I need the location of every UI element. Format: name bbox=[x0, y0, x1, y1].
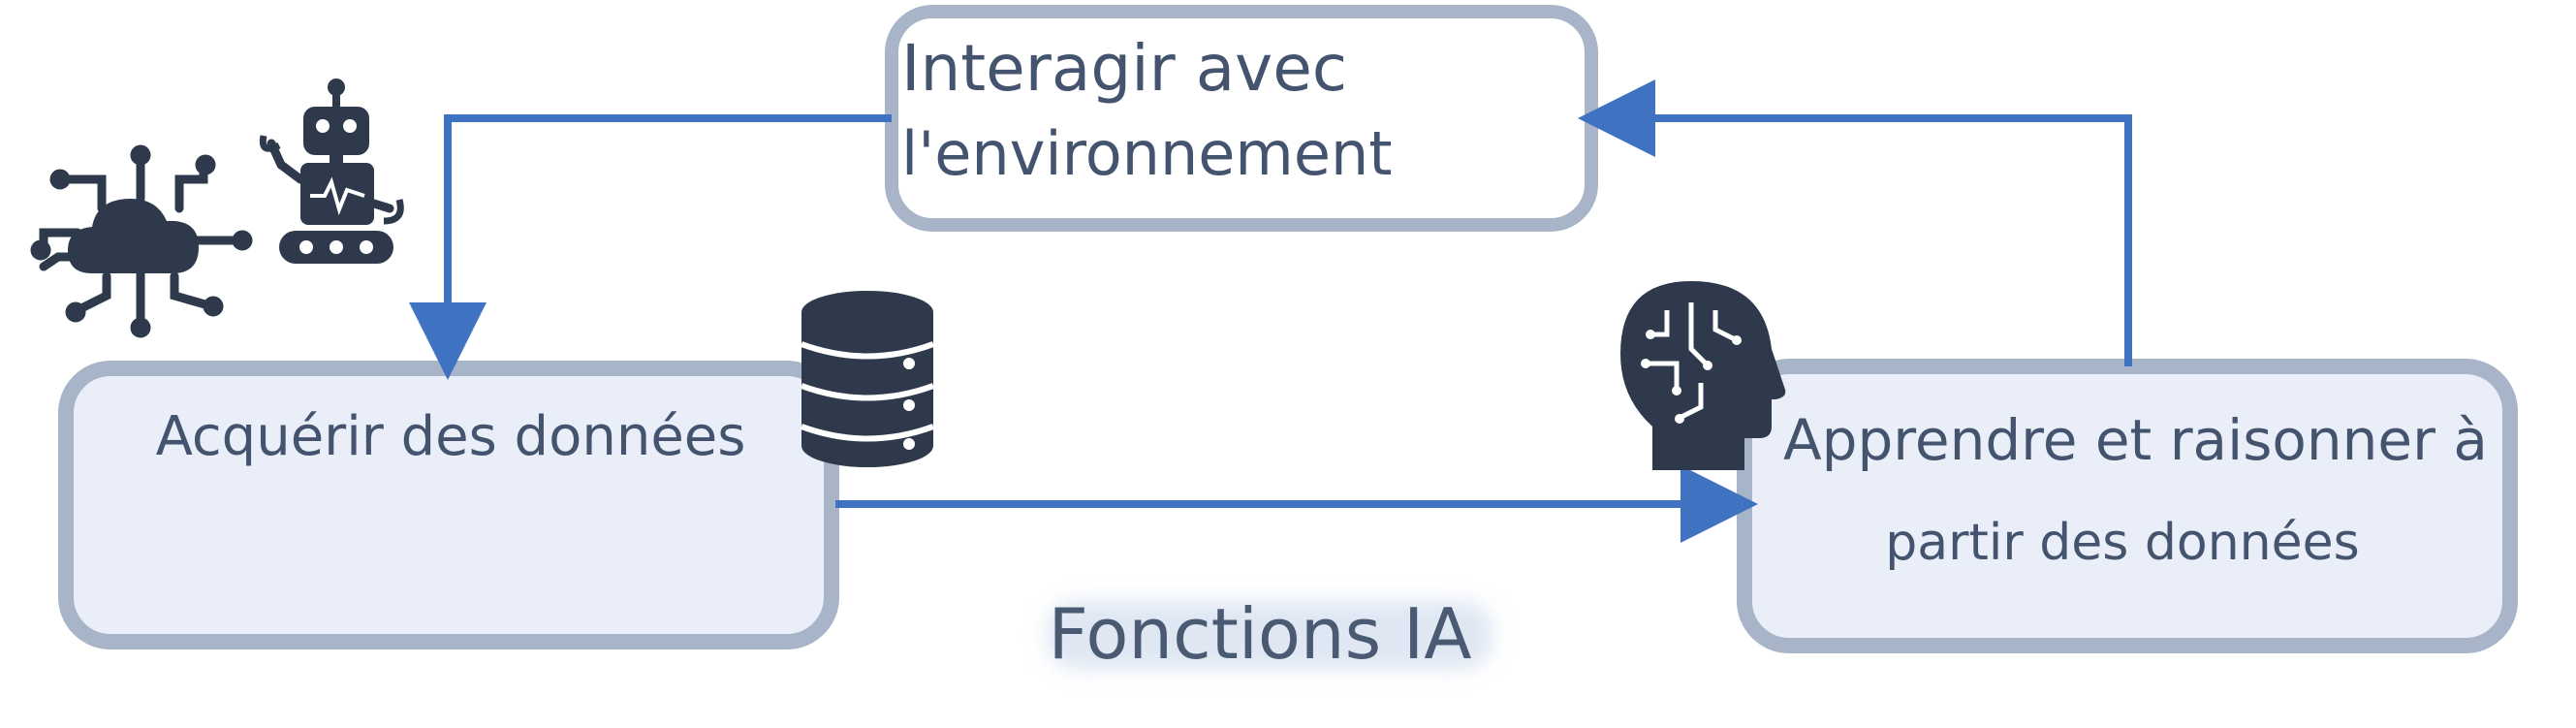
ai-brain-head-icon bbox=[1620, 281, 1786, 470]
glow-center bbox=[1047, 601, 1492, 669]
database-icon bbox=[800, 291, 935, 467]
robot-icon bbox=[259, 79, 404, 264]
interact-box-line2: l'environnement bbox=[901, 118, 1393, 189]
acquire-box-label: Acquérir des données bbox=[155, 405, 746, 468]
arrow-interact-to-acquire bbox=[409, 114, 892, 380]
arrow-learn-to-interact bbox=[1578, 79, 2132, 366]
cloud-network-icon bbox=[30, 144, 253, 338]
interact-box-line1: Interagir avec bbox=[901, 31, 1348, 106]
learn-box-line1: Apprendre et raisonner à bbox=[1783, 407, 2488, 473]
center-label: Fonctions IA bbox=[1048, 593, 1472, 675]
learn-box-line2: partir des données bbox=[1885, 514, 2360, 572]
